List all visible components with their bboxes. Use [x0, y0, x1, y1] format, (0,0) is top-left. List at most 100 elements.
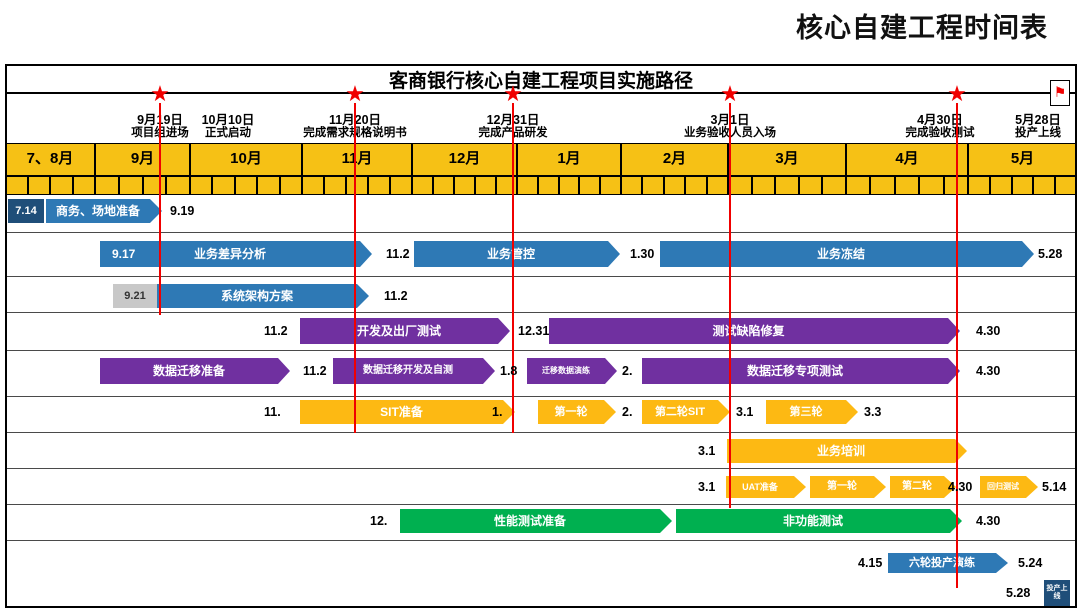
gantt-date-label: 11.2: [303, 364, 327, 378]
week-cell: [190, 176, 213, 195]
separator-line: [5, 276, 1077, 277]
week-cell: [279, 176, 302, 195]
separator-line: [5, 350, 1077, 351]
gantt-date-label: 4.30: [976, 364, 1001, 378]
week-cell: [919, 176, 944, 195]
gantt-date-label: 2.: [622, 364, 633, 378]
gantt-bar: 六轮投产演练: [888, 553, 1008, 573]
separator-line: [5, 396, 1077, 397]
gantt-date-label: 3.1: [698, 444, 716, 458]
gantt-date-label: 12.31: [518, 324, 550, 338]
week-cell: [517, 176, 538, 195]
week-cell: [1033, 176, 1056, 195]
gantt-bar: 测试缺陷修复: [549, 318, 960, 344]
week-cell: [390, 176, 412, 195]
gantt-bar: 性能测试准备: [400, 509, 672, 533]
gantt-bar: 数据迁移开发及自测: [333, 358, 495, 384]
gantt-date-label: 2.: [622, 405, 633, 419]
gantt-date-label: 3.3: [864, 405, 882, 419]
separator-line: [5, 432, 1077, 433]
month-cell: 3月: [728, 143, 846, 176]
separator-line: [5, 504, 1077, 505]
week-cell: [212, 176, 235, 195]
month-cell: 4月: [846, 143, 968, 176]
milestone-timeline: [512, 103, 514, 433]
week-cell: [600, 176, 621, 195]
week-cell: [798, 176, 823, 195]
gantt-box: 7.14: [8, 199, 44, 223]
week-cell: [5, 176, 28, 195]
gantt-bar: 回归测试: [980, 476, 1038, 498]
milestone-star-icon: ★: [345, 81, 365, 106]
milestone-star-icon: ★: [947, 81, 967, 106]
gantt-bar: 非功能测试: [676, 509, 962, 533]
week-cell: [968, 176, 990, 195]
separator-line: [5, 540, 1077, 541]
week-cell: [822, 176, 846, 195]
gantt-bar: 开发及出厂测试: [300, 318, 510, 344]
gantt-bar: SIT准备: [300, 400, 515, 424]
milestone-star-icon: ★: [150, 81, 170, 106]
milestone-date: 4月30日: [917, 113, 963, 127]
week-cell: [95, 176, 119, 195]
week-cell: [234, 176, 258, 195]
week-cell: [324, 176, 346, 195]
week-cell: [142, 176, 167, 195]
milestone-timeline: [159, 103, 161, 315]
gantt-bar: UAT准备: [726, 476, 806, 498]
gantt-bar: 商务、场地准备: [46, 199, 162, 223]
chart-title: 客商银行核心自建工程项目实施路径: [388, 71, 693, 92]
week-cell: [775, 176, 799, 195]
week-cell: [685, 176, 707, 195]
gantt-bar: 第一轮: [538, 400, 616, 424]
separator-line: [5, 312, 1077, 313]
gantt-bar: 数据迁移准备: [100, 358, 290, 384]
week-cell: [846, 176, 871, 195]
gantt-date-label: 11.: [264, 405, 281, 419]
milestone-timeline: [729, 103, 731, 508]
month-cell: 5月: [968, 143, 1077, 176]
milestone-timeline: [354, 103, 356, 433]
milestone-label: 正式启动: [205, 127, 251, 139]
week-cell: [412, 176, 433, 195]
month-cell: 12月: [412, 143, 517, 176]
gantt-date-label: 4.30: [948, 480, 973, 494]
milestone-date: 10月10日: [201, 113, 255, 127]
gantt-date-label: 4.30: [976, 324, 1001, 338]
milestone-star-icon: ★: [720, 81, 740, 106]
week-cell: [537, 176, 559, 195]
milestone-flag-icon: ⚑: [1050, 80, 1070, 106]
week-cell: [302, 176, 324, 195]
week-cell: [72, 176, 95, 195]
week-cell: [257, 176, 280, 195]
gantt-date-label: 3.1: [736, 405, 754, 419]
week-cell: [475, 176, 496, 195]
week-cell: [943, 176, 968, 195]
gantt-bar: 第三轮: [766, 400, 858, 424]
month-cell: 7、8月: [5, 143, 95, 176]
gantt-bar: 业务培训: [727, 439, 967, 463]
gantt-date-label: 1.: [492, 405, 503, 419]
gantt-box: 9.21: [113, 284, 157, 308]
month-cell: 1月: [517, 143, 621, 176]
milestone-star-icon: ★: [503, 81, 523, 106]
gantt-bar: 第二轮: [890, 476, 956, 498]
gantt-date-label: 1.30: [630, 247, 655, 261]
week-cell: [621, 176, 643, 195]
week-cell: [663, 176, 686, 195]
gantt-date-label: 5.14: [1042, 480, 1067, 494]
gantt-bar: 系统架构方案: [157, 284, 369, 308]
gantt-date-label: 9.19: [170, 204, 195, 218]
week-cell: [579, 176, 601, 195]
page-title: 核心自建工程时间表: [796, 13, 1048, 43]
week-cell: [558, 176, 580, 195]
week-cell: [433, 176, 454, 195]
gantt-date-label: 5.28: [1006, 586, 1031, 600]
week-cell: [894, 176, 920, 195]
gantt-date-label: 11.2: [386, 247, 410, 261]
week-cell: [496, 176, 517, 195]
week-cell: [27, 176, 50, 195]
gantt-bar: 第二轮SIT: [642, 400, 730, 424]
